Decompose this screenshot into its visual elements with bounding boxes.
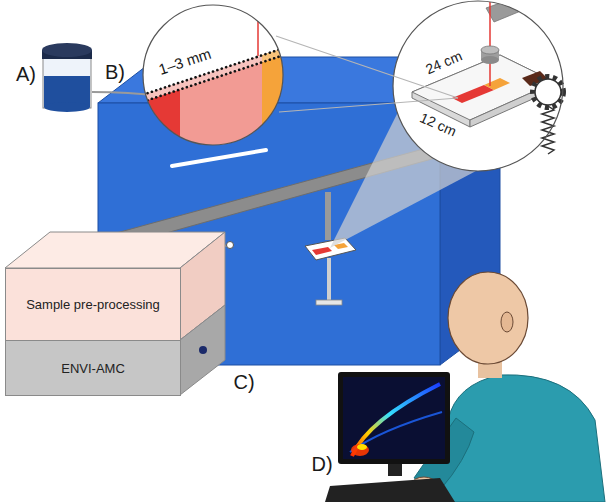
instrument-housing	[5, 232, 225, 395]
module-label: Sample pre-processing	[26, 297, 160, 312]
dimension-label: 1–3 mm	[157, 46, 214, 78]
zoom-sample-detail-part	[130, 89, 180, 160]
zoom-stage-view-part	[481, 46, 499, 54]
computer-monitor-part	[352, 384, 440, 456]
computer-monitor	[325, 372, 455, 502]
zoom-stage-view-part	[481, 56, 499, 64]
zoom-stage-view-part	[393, 1, 563, 171]
sample-holder-part	[316, 300, 342, 305]
instrument-base: ENVI-AMC	[5, 340, 181, 396]
zoom-sample-detail-part	[130, 46, 290, 106]
panel-letter: C)	[233, 371, 254, 393]
zoom-stage-view-part	[489, 0, 491, 86]
zoom-stage-view-part	[412, 0, 572, 127]
computer-monitor-part	[325, 478, 455, 502]
solvent-jar	[42, 43, 92, 112]
computer-monitor-part	[338, 372, 450, 464]
zoom-sample-detail-part	[143, 5, 283, 145]
water-tank-part	[172, 150, 266, 166]
zoom-sample-detail-part	[130, 53, 290, 160]
zoom-sample-detail-part	[257, 0, 259, 56]
module-label: ENVI-AMC	[61, 361, 125, 376]
zoom-stage-view-part	[542, 106, 554, 154]
instrument-housing-part	[180, 305, 225, 395]
zoom-lines-part	[279, 98, 458, 112]
zoom-stage-view-part	[393, 1, 563, 171]
zoom-stage-view-part	[533, 77, 563, 107]
computer-monitor-part	[357, 444, 367, 450]
panel-letter: D)	[311, 453, 332, 475]
computer-monitor-part	[343, 377, 445, 459]
sample-holder-part	[327, 258, 331, 302]
zoom-sample-detail-part	[130, 46, 290, 99]
zoom-sample-detail-part	[130, 0, 290, 160]
dimension-label: 24 cm	[423, 48, 464, 77]
sample-holder-part	[312, 247, 332, 255]
tubing-part	[227, 242, 234, 249]
computer-monitor-part	[388, 462, 402, 476]
dimension-label: 12 cm	[417, 110, 458, 140]
sample-holder-part	[305, 238, 356, 260]
computer-monitor-part	[351, 444, 369, 456]
instrument-housing-part	[199, 346, 207, 354]
operator-figure-part	[448, 272, 528, 364]
sample-holder	[305, 192, 356, 305]
instrument-module: Sample pre-processing	[5, 268, 181, 341]
zoom-sample-detail	[130, 0, 290, 160]
panel-letter: B)	[105, 61, 125, 83]
zoom-stage-view-part	[484, 78, 510, 90]
panel-letter: A)	[16, 63, 36, 85]
solvent-jar-part	[44, 102, 90, 112]
zoom-stage-view-part	[452, 85, 494, 103]
sample-holder-part	[325, 192, 331, 240]
solvent-jar-part	[43, 58, 91, 108]
computer-monitor-part	[350, 412, 442, 452]
zoom-stage-view-part	[535, 79, 561, 105]
solvent-jar-part	[42, 43, 92, 57]
operator-figure-part	[501, 312, 513, 332]
